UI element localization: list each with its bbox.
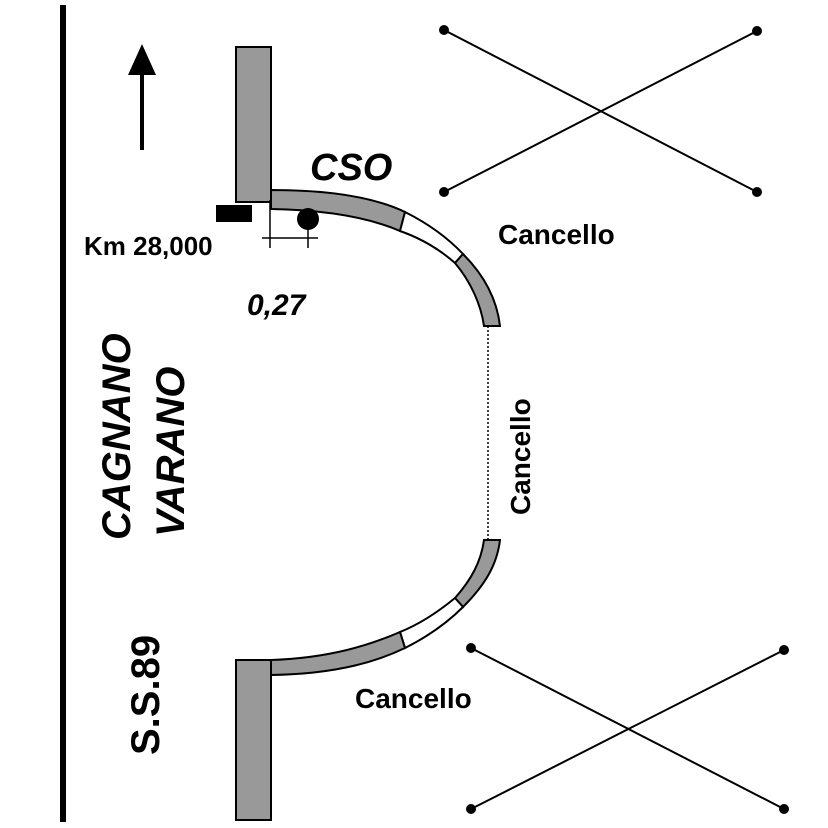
point-marker-icon xyxy=(297,208,319,230)
wall-bottom xyxy=(235,659,272,821)
km-marker-block xyxy=(216,205,252,222)
town-label-line2: VARANO xyxy=(149,367,193,537)
km-label: Km 28,000 xyxy=(84,231,213,261)
gate-label-side: Cancello xyxy=(505,398,536,515)
upper-wall-segment-1 xyxy=(270,188,407,233)
gate-label-top: Cancello xyxy=(498,219,615,250)
cso-label: CSO xyxy=(310,147,392,189)
gate-label-bottom: Cancello xyxy=(355,683,472,714)
upper-gate-segment xyxy=(398,210,465,265)
cross-top-right xyxy=(439,25,762,197)
lower-wall-segment-2 xyxy=(270,630,407,677)
offset-label: 0,27 xyxy=(247,289,307,322)
north-arrow-icon xyxy=(128,44,156,150)
town-label-line1: CAGNANO xyxy=(95,333,139,540)
upper-wall-segment-2 xyxy=(453,252,502,327)
cross-bottom-right xyxy=(466,643,789,814)
lower-wall-segment-1 xyxy=(453,539,502,609)
road-label: S.S.89 xyxy=(124,635,168,755)
lower-gate-segment xyxy=(398,596,465,650)
wall-top xyxy=(235,46,272,203)
